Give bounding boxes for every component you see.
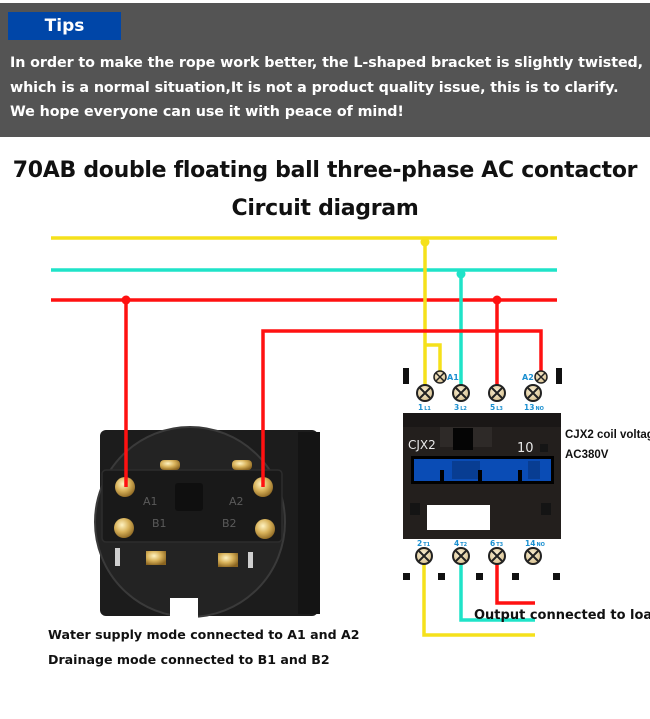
top-terminals: 1L1 3L2 5L3 13NO [416,384,544,412]
junction-dot [121,295,131,305]
contactor: CJX2 10 [403,368,562,580]
coil-label-a1: A1 [447,373,459,382]
terminal-num: 6 [490,539,495,548]
terminal-sub: L1 [424,406,431,412]
terminal-14-no: 14NO [524,539,545,565]
coil-terminal-a1: A1 [433,370,459,384]
wiring [51,236,557,637]
switch-label-a2: A2 [229,495,244,508]
terminal-5-l3: 5L3 [488,384,506,412]
terminal-sub: NO [535,406,543,412]
terminal-sub: T2 [460,542,467,548]
switch-label-a1: A1 [143,495,158,508]
terminal-num: 14 [525,539,535,548]
diagram-title: 70AB double floating ball three-phase AC… [12,158,638,183]
contactor-label-plate [427,505,490,530]
svg-text:6T3: 6T3 [490,539,504,548]
contactor-indicator [540,444,548,452]
contactor-rating: 10 [517,441,534,456]
tip-line-3: We hope everyone can use it with peace o… [10,104,404,120]
svg-text:5L3: 5L3 [490,403,503,412]
terminal-3-l2: 3L2 [452,384,470,412]
switch-notch [170,598,198,620]
terminal-13-no: 13NO [524,384,544,412]
tip-line-2: which is a normal situation,It is not a … [10,80,619,96]
diagram-subtitle: Circuit diagram [231,196,419,221]
coil-voltage-value: AC380V [565,449,609,461]
note-water-supply: Water supply mode connected to A1 and A2 [48,627,360,642]
switch-top-screw [232,460,252,470]
coil-voltage-label: CJX2 coil voltage [565,429,650,441]
note-drainage: Drainage mode connected to B1 and B2 [48,652,330,667]
contactor-mark [556,368,562,384]
junction-dot [492,295,502,305]
contactor-model: CJX2 [408,438,436,452]
bottom-terminals: 2T1 4T2 6T3 14NO [415,539,545,565]
screw-b1 [114,518,134,538]
switch-side-flange [298,432,320,614]
terminal-num: 2 [417,539,422,548]
wire-t3-output [495,556,535,605]
tips-badge: Tips [8,12,121,40]
terminal-6-t3: 6T3 [488,539,506,565]
contactor-bar-block [528,461,540,479]
coil-terminal-a2: A2 [522,370,548,384]
svg-text:2T1: 2T1 [417,539,431,548]
terminal-sub: T3 [496,542,503,548]
contactor-window [453,428,473,450]
contactor-mark [403,368,409,384]
terminal-sub: L2 [460,406,467,412]
switch-label-b2: B2 [222,517,237,530]
switch-center-button [175,483,203,511]
svg-text:13NO: 13NO [524,403,544,412]
terminal-num: 3 [454,403,459,412]
tip-line-1: In order to make the rope work better, t… [10,55,644,71]
svg-text:3L2: 3L2 [454,403,467,412]
terminal-sub: NO [536,542,544,548]
svg-text:1L1: 1L1 [418,403,431,412]
terminal-num: 5 [490,403,495,412]
float-switch: A1 A2 B1 B2 [94,426,320,620]
terminal-sub: T1 [423,542,430,548]
switch-pin [115,548,120,566]
terminal-sub: L3 [496,406,503,412]
junction-dot [420,237,430,247]
terminal-1-l1: 1L1 [416,384,434,412]
contactor-blue-bar [414,459,551,481]
wire-switch-a2 [261,329,543,487]
terminal-2-t1: 2T1 [415,539,433,565]
tips-banner: Tips [0,3,650,137]
switch-nut [218,553,238,567]
wire-t2-output [459,556,535,622]
terminal-num: 4 [454,539,459,548]
junction-dot [456,269,466,279]
terminal-4-t2: 4T2 [452,539,470,565]
screw-b2 [255,519,275,539]
switch-top-screw [160,460,180,470]
switch-nut [146,551,166,565]
terminal-num: 1 [418,403,423,412]
wire-a1-branch [425,343,442,376]
coil-label-a2: A2 [522,373,534,382]
output-label: Output connected to load [474,608,650,623]
svg-text:4T2: 4T2 [454,539,468,548]
contactor-bar-block [452,461,480,479]
svg-text:14NO: 14NO [525,539,545,548]
contactor-body-top [403,413,561,427]
wire-t1-output [422,556,535,637]
switch-pin [248,552,253,568]
terminal-num: 13 [524,403,534,412]
switch-label-b1: B1 [152,517,167,530]
